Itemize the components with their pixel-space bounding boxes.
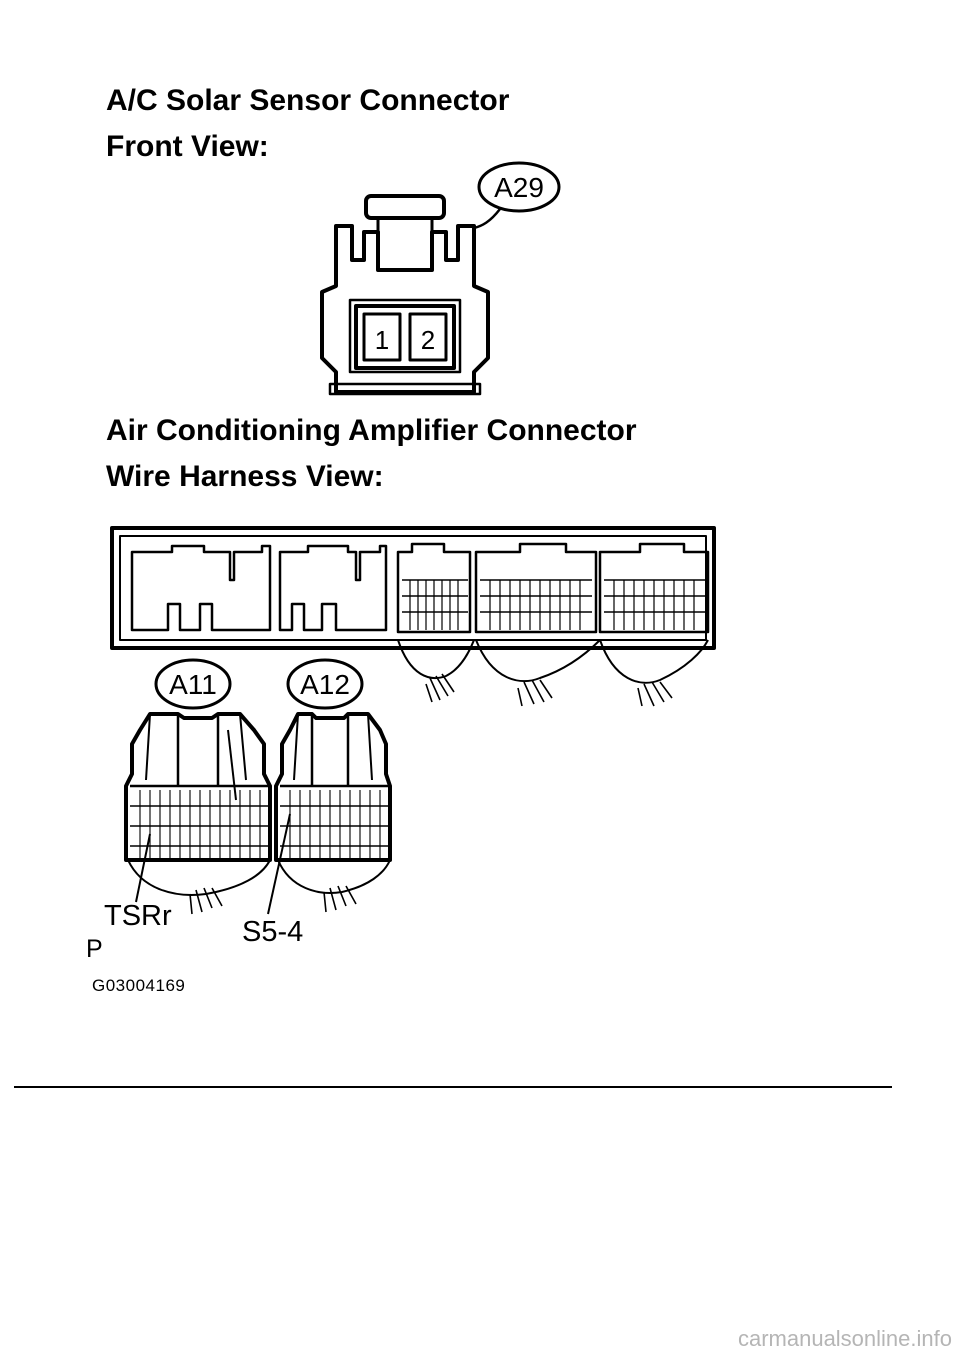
a29-pin-1: 1 [375,325,389,355]
solar-sensor-title: A/C Solar Sensor Connector [106,84,510,117]
s5-4-leader-line [267,813,291,915]
a12-connector-plug [274,658,392,913]
solar-sensor-view-label: Front View: [106,130,269,163]
amplifier-unit [110,526,716,707]
a11-connector-plug [124,658,272,915]
amplifier-socket-c [396,542,472,634]
a12-id-label: A12 [300,669,350,700]
tsrr-leader-line [135,833,151,903]
amplifier-title: Air Conditioning Amplifier Connector [106,414,637,447]
a29-id-label: A29 [494,172,544,203]
section-divider [14,1086,892,1088]
amplifier-socket-d [474,542,598,634]
tsrr-terminal-label: TSRr [104,900,172,932]
amplifier-socket-e [598,542,710,634]
a29-pin-2: 2 [421,325,435,355]
a29-id-badge [473,161,561,230]
a11-id-label: A11 [169,669,217,700]
figure-code: G03004169 [92,976,186,995]
p-mark: P [86,935,103,963]
watermark-text[interactable]: carmanualsonline.info [737,1326,952,1351]
a29-connector-body [320,194,490,396]
s5-4-terminal-label: S5-4 [242,916,304,948]
amplifier-view-label: Wire Harness View: [106,460,384,493]
